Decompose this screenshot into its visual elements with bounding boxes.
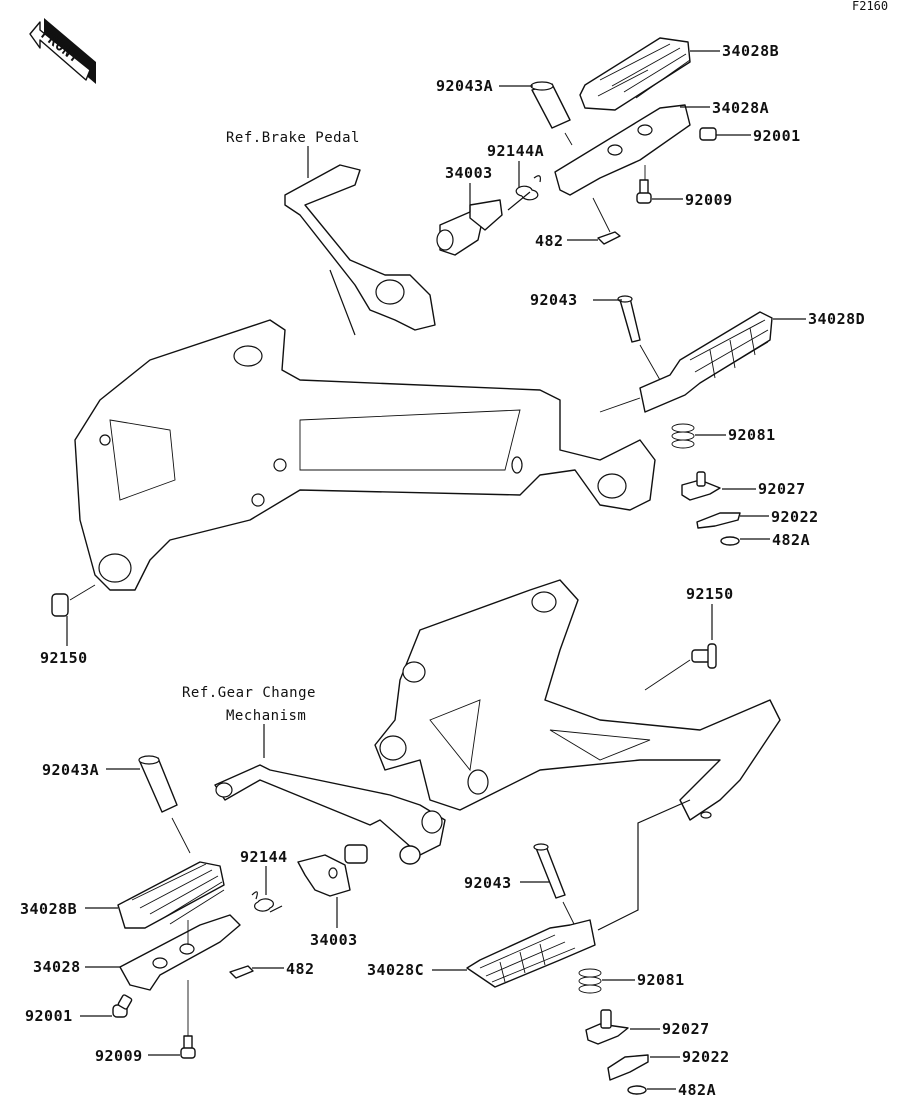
lower-bracket: [374, 579, 781, 821]
rubber-34028B-upper: [579, 37, 691, 111]
label-92081-upper: 92081: [728, 426, 776, 444]
label-482-lower: 482: [286, 960, 315, 978]
bolt-92001-lower: [112, 994, 133, 1018]
front-arrow-icon: FRONT: [29, 18, 96, 84]
label-92027-upper: 92027: [758, 480, 806, 498]
label-92043A-upper: 92043A: [436, 77, 493, 95]
label-34028B-upper: 34028B: [722, 42, 779, 60]
clip-482-lower: [229, 965, 254, 979]
footpeg-34028A-upper: [554, 104, 691, 196]
label-92022-lower: 92022: [682, 1048, 730, 1066]
label-92144: 92144: [240, 848, 288, 866]
ref-gear-change-label-2: Mechanism: [226, 708, 306, 724]
label-34003-lower: 34003: [310, 931, 358, 949]
pin-92043A-upper: [530, 81, 573, 146]
label-92027-lower: 92027: [662, 1020, 710, 1038]
bolt-92150-left: [51, 584, 96, 617]
label-92081-lower: 92081: [637, 971, 685, 989]
plate-92027-lower: [585, 1009, 629, 1045]
label-92009-lower: 92009: [95, 1047, 143, 1065]
label-34028: 34028: [33, 958, 81, 976]
label-92043A-lower: 92043A: [42, 761, 99, 779]
label-34028C: 34028C: [367, 961, 424, 979]
screw-92009-upper: [636, 165, 652, 204]
clevis-34003-lower: [297, 844, 368, 897]
spring-92081-lower: [578, 968, 602, 994]
pin-92043-upper: [617, 295, 661, 381]
pin-92043A-lower: [138, 755, 191, 854]
label-92001-upper: 92001: [753, 127, 801, 145]
clip-482-upper: [592, 197, 621, 245]
label-34003-upper: 34003: [445, 164, 493, 182]
brake-pedal-ref: [284, 164, 436, 336]
label-482-upper: 482: [535, 232, 564, 250]
rubber-34028B-lower: [117, 861, 225, 929]
footpeg-34028: [119, 914, 241, 991]
pin-92043-lower: [533, 843, 577, 929]
label-34028B-lower: 34028B: [20, 900, 77, 918]
spring-92081-upper: [671, 423, 695, 449]
label-482A-upper: 482A: [772, 531, 810, 549]
plate-92027-upper: [681, 471, 721, 501]
label-34028A-upper: 34028A: [712, 99, 769, 117]
washer-92022-upper: [696, 512, 741, 529]
footpeg-34028D: [599, 311, 773, 413]
ref-brake-pedal-label: Ref.Brake Pedal: [226, 130, 360, 146]
label-92144A: 92144A: [487, 142, 544, 160]
footpeg-34028C: [466, 799, 691, 988]
ref-gear-change-label-1: Ref.Gear Change: [182, 685, 316, 701]
clevis-34003-upper: [436, 199, 503, 256]
label-92009-upper: 92009: [685, 191, 733, 209]
screw-92009-lower: [180, 980, 196, 1059]
bolt-92001-upper: [699, 127, 717, 141]
label-482A-lower: 482A: [678, 1081, 716, 1099]
label-92150-left: 92150: [40, 649, 88, 667]
label-34028D: 34028D: [808, 310, 865, 328]
gear-change-lever-ref: [214, 764, 446, 865]
bolt-92150-right: [644, 643, 717, 691]
spring-92144: [251, 891, 283, 913]
clip-482A-lower: [627, 1085, 647, 1095]
label-92043-lower: 92043: [464, 874, 512, 892]
label-92001-lower: 92001: [25, 1007, 73, 1025]
clip-482A-upper: [720, 536, 740, 546]
spring-92144A: [507, 175, 541, 211]
label-92043-upper: 92043: [530, 291, 578, 309]
washer-92022-lower: [607, 1054, 649, 1081]
upper-bracket: [74, 319, 656, 591]
label-92022-upper: 92022: [771, 508, 819, 526]
label-92150-right: 92150: [686, 585, 734, 603]
figure-code: F2160: [852, 0, 888, 13]
